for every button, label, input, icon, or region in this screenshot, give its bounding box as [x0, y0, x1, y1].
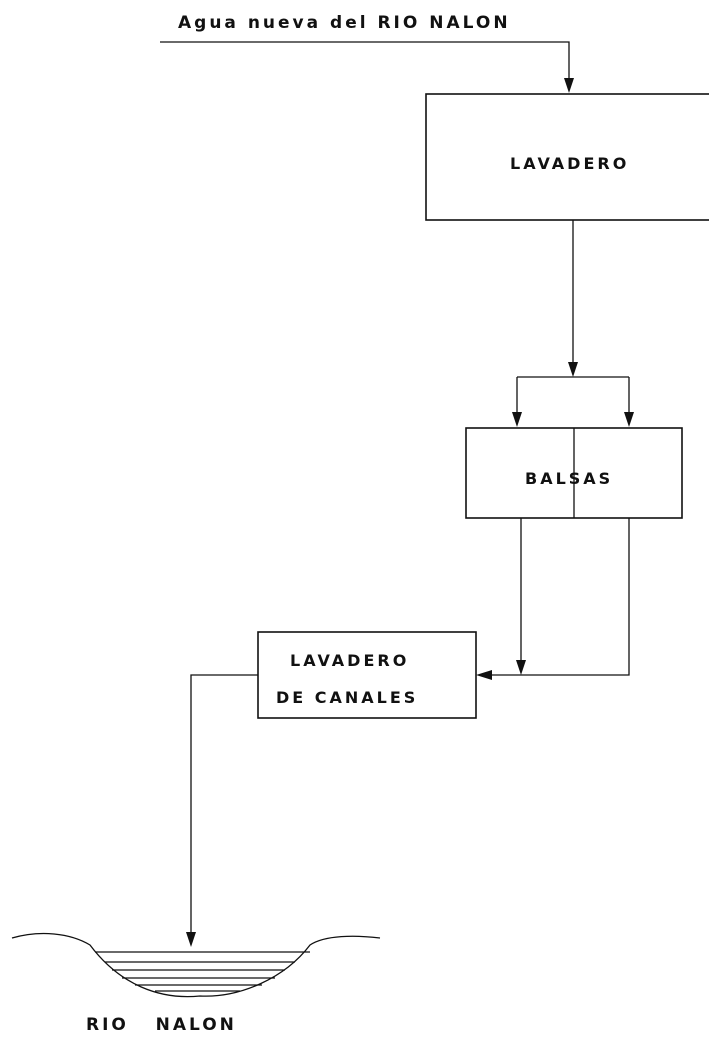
river-outflow-line [190, 674, 258, 942]
lavadero-outflow-arrowhead [568, 362, 578, 377]
balsas-left-outflow-arrowhead [516, 660, 526, 675]
lavadero-label: LAVADERO [510, 154, 629, 173]
lavadero-box [425, 93, 709, 221]
inflow-line [160, 41, 570, 88]
river-outflow-arrowhead [186, 932, 196, 947]
lavadero-canales-label-line2: DE CANALES [276, 688, 418, 707]
split-left-arrowhead [512, 412, 522, 427]
river-cross-section-icon [11, 932, 381, 998]
canales-inflow-arrowhead [476, 670, 492, 680]
balsas-label: BALSAS [525, 469, 613, 488]
balsas-right-outflow-line [482, 518, 630, 676]
inflow-arrowhead [564, 78, 574, 93]
split-right-arrowhead [624, 412, 634, 427]
river-label: RIO NALON [86, 1015, 237, 1035]
lavadero-canales-label-line1: LAVADERO [290, 651, 409, 670]
source-label: Agua nueva del RIO NALON [178, 13, 511, 33]
